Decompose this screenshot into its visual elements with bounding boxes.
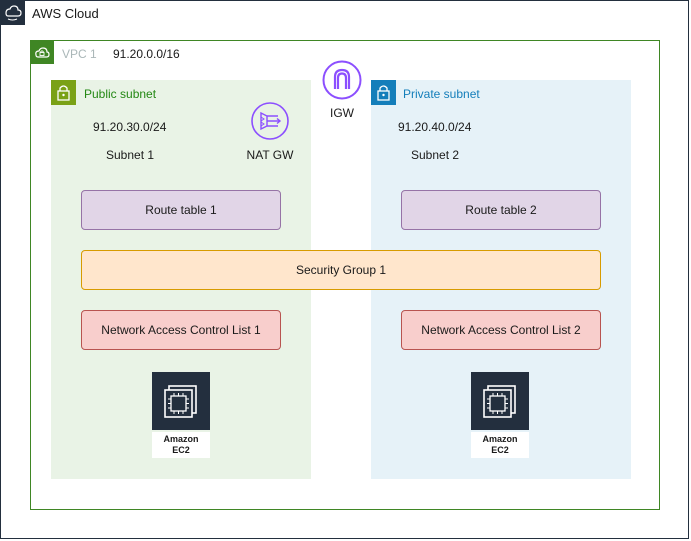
private-subnet-cidr: 91.20.40.0/24 — [398, 120, 472, 134]
route-table-1-label: Route table 1 — [145, 203, 217, 217]
private-subnet-name: Subnet 2 — [411, 148, 460, 162]
public-subnet-title: Public subnet — [84, 87, 157, 101]
nacl-2: Network Access Control List 2 — [401, 310, 601, 350]
security-group-1-label: Security Group 1 — [295, 263, 387, 277]
vpc-cidr: 91.20.0.0/16 — [113, 47, 180, 61]
route-table-1: Route table 1 — [81, 190, 281, 230]
aws-cloud-icon — [0, 0, 25, 25]
public-subnet-cidr: 91.20.30.0/24 — [93, 120, 167, 134]
vpc-cloud-icon — [30, 40, 54, 64]
ec2-label-public-line2: EC2 — [172, 445, 190, 455]
ec2-label-private-line2: EC2 — [491, 445, 509, 455]
ec2-label-public-line1: Amazon — [163, 434, 199, 444]
nacl-1-label: Network Access Control List 1 — [101, 323, 261, 337]
public-subnet-lock-icon — [51, 80, 76, 105]
igw-label: IGW — [330, 106, 354, 120]
ec2-instance-icon-public — [152, 372, 210, 430]
nat-gw-label: NAT GW — [246, 148, 294, 162]
ec2-label-private-line1: Amazon — [482, 434, 518, 444]
nacl-2-label: Network Access Control List 2 — [421, 323, 581, 337]
public-subnet-name: Subnet 1 — [106, 148, 155, 162]
ec2-instance-icon-private — [471, 372, 529, 430]
nat-gateway-icon — [250, 101, 290, 141]
vpc-group — [30, 40, 660, 510]
aws-cloud-title: AWS Cloud — [32, 6, 99, 21]
route-table-2: Route table 2 — [401, 190, 601, 230]
security-group-1: Security Group 1 — [81, 250, 601, 290]
internet-gateway-icon — [322, 60, 362, 100]
ec2-label-private: Amazon EC2 — [471, 432, 529, 458]
ec2-label-public: Amazon EC2 — [152, 432, 210, 458]
nacl-1: Network Access Control List 1 — [81, 310, 281, 350]
route-table-2-label: Route table 2 — [465, 203, 537, 217]
vpc-label: VPC 1 — [62, 47, 97, 61]
private-subnet-lock-icon — [371, 80, 396, 105]
private-subnet-title: Private subnet — [403, 87, 480, 101]
